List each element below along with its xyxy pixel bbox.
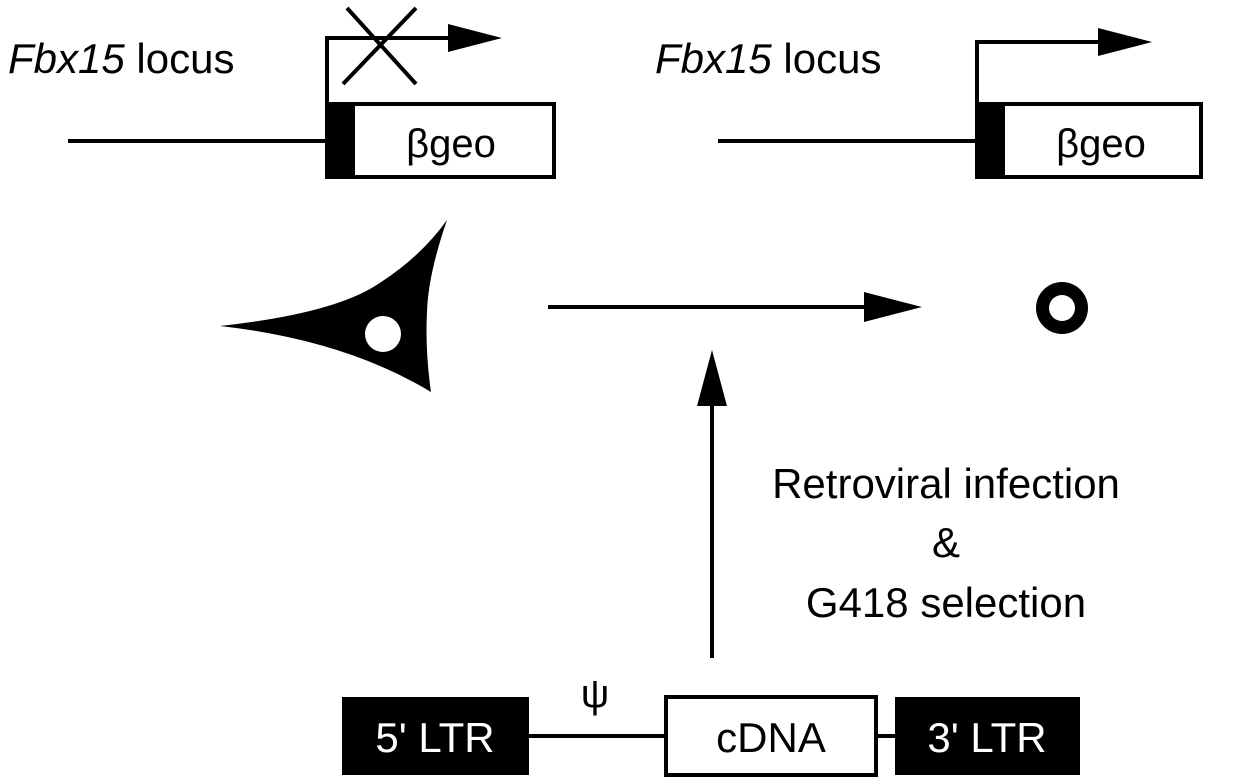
right-transcription-arrowhead [1098,28,1152,56]
retroviral-vector: 5' LTR ψ cDNA 3' LTR [342,672,1080,777]
left-transcription-arrow [325,36,450,104]
left-locus: Fbx15 locus βgeo [8,6,556,179]
ltr5-label: 5' LTR [375,714,494,761]
left-locus-gene-name: Fbx15 [8,35,125,82]
left-transcription-arrowhead [448,24,502,52]
left-bgeo-cassette [325,102,556,179]
ltr3-box [895,697,1080,775]
fibroblast-nucleus [365,316,401,352]
infection-caption-line2: & [932,519,960,566]
infection-caption-line1: Retroviral infection [772,460,1120,507]
right-locus: Fbx15 locus βgeo [655,28,1203,179]
infection-arrow [697,350,727,658]
left-promoter-block [327,104,355,177]
reprogramming-arrow [548,292,922,322]
right-promoter-block [977,104,1005,177]
right-locus-suffix: locus [772,35,882,82]
right-locus-gene-name: Fbx15 [655,35,772,82]
left-locus-label: Fbx15 locus [8,35,234,82]
right-bgeo-label: βgeo [1056,122,1146,166]
blocked-x-icon [341,6,418,86]
right-bgeo-cassette [975,102,1203,179]
left-locus-suffix: locus [125,35,235,82]
round-cell-icon [1036,282,1088,334]
round-cell-nucleus [1049,295,1075,321]
infection-caption-line3: G418 selection [806,579,1086,626]
ltr3-label: 3' LTR [927,714,1046,761]
psi-symbol: ψ [581,672,610,716]
right-transcription-arrow [975,40,1100,104]
ltr5-box [342,697,529,775]
cdna-box [664,695,878,777]
cdna-label: cDNA [716,714,826,761]
infection-caption: Retroviral infection & G418 selection [772,460,1120,626]
fibroblast-cell-icon [220,220,447,392]
right-locus-label: Fbx15 locus [655,35,881,82]
left-bgeo-label: βgeo [406,122,496,166]
